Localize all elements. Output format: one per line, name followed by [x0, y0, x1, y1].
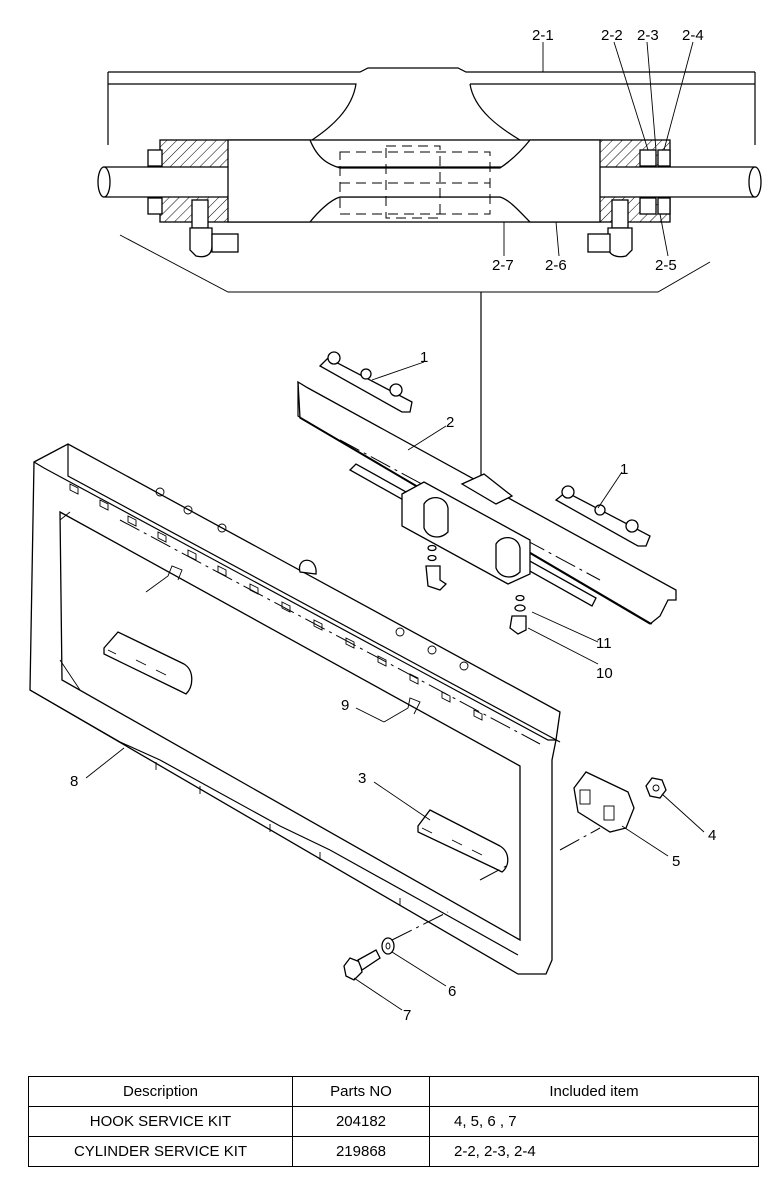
column-header-parts-no: Parts NO — [292, 1076, 430, 1107]
callout-2-5: 2-5 — [655, 257, 677, 274]
table-cell-parts-no: 204182 — [292, 1106, 430, 1137]
service-kit-table: Description Parts NO Included item HOOK … — [28, 1076, 759, 1167]
callout-2-2: 2-2 — [601, 27, 623, 44]
callout-8: 8 — [70, 773, 78, 790]
nut-4 — [645, 777, 667, 799]
exploded-parts-diagram: 2-1 2-2 2-3 2-4 2-7 2-6 2-5 1 2 1 11 10 … — [29, 27, 762, 1024]
table-cell-included-item: 4, 5, 6 , 7 — [429, 1106, 759, 1137]
callout-2-6: 2-6 — [545, 257, 567, 274]
table-row: HOOK SERVICE KIT 204182 4, 5, 6 , 7 — [28, 1106, 759, 1137]
table-row: CYLINDER SERVICE KIT 219868 2-2, 2-3, 2-… — [28, 1136, 759, 1167]
leader-lines — [85, 41, 705, 1011]
bolt-7 — [343, 949, 381, 981]
bracket-1-upper — [318, 351, 413, 413]
callout-2-1: 2-1 — [532, 27, 554, 44]
callout-5: 5 — [672, 853, 680, 870]
callout-1-upper: 1 — [420, 349, 428, 366]
callout-2-7: 2-7 — [492, 257, 514, 274]
table-cell-description: CYLINDER SERVICE KIT — [28, 1136, 293, 1167]
cylinder-assembly — [348, 463, 597, 635]
bracket-1-lower — [554, 485, 651, 547]
callout-11: 11 — [596, 635, 612, 652]
callout-2-4: 2-4 — [682, 27, 704, 44]
callout-7: 7 — [403, 1007, 411, 1024]
callout-4: 4 — [708, 827, 716, 844]
hook-5 — [573, 771, 635, 833]
callout-labels: 2-1 2-2 2-3 2-4 2-7 2-6 2-5 1 2 1 11 10 … — [70, 27, 716, 1024]
washer-6 — [381, 937, 395, 955]
table-header-row: Description Parts NO Included item — [28, 1076, 759, 1107]
callout-1-lower: 1 — [620, 461, 628, 478]
table-cell-description: HOOK SERVICE KIT — [28, 1106, 293, 1137]
table-cell-included-item: 2-2, 2-3, 2-4 — [429, 1136, 759, 1167]
cylinder-detail-view — [97, 67, 762, 478]
callout-2-3: 2-3 — [637, 27, 659, 44]
column-header-included-item: Included item — [429, 1076, 759, 1107]
column-header-description: Description — [28, 1076, 293, 1107]
rail-2 — [297, 380, 677, 625]
callout-6: 6 — [448, 983, 456, 1000]
callout-9: 9 — [341, 697, 349, 714]
carriage-frame — [29, 443, 561, 975]
callout-10: 10 — [596, 665, 613, 682]
table-cell-parts-no: 219868 — [292, 1136, 430, 1167]
callout-2: 2 — [446, 414, 454, 431]
callout-3: 3 — [358, 770, 366, 787]
